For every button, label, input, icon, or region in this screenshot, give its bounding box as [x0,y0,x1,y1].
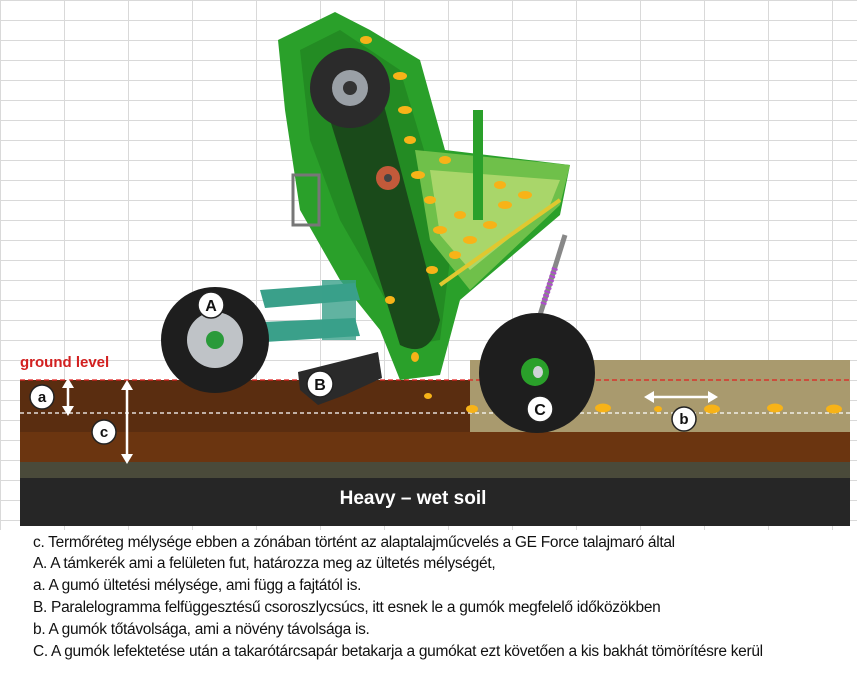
legend-line-c: c. Termőréteg mélysége ebben a zónában t… [33,534,675,551]
tuber [439,156,451,164]
soil-type-label: Heavy – wet soil [340,488,487,509]
marker-B-label: B [314,377,326,394]
tuber [433,226,447,234]
planter-diagram: A B C a c b ground level Heavy – wet soi… [20,12,850,526]
marker-c-label: c [100,424,108,441]
side-handle [291,173,321,227]
tuber [767,403,783,413]
tuber [404,136,416,144]
tuber [454,211,466,219]
tuber [360,36,372,44]
tuber [463,236,477,244]
tuber [518,191,532,199]
legend-line-A: A. A támkerék ami a felületen fut, határ… [33,555,496,572]
spring-strut [537,234,568,316]
spring-coil [540,267,558,306]
hopper-tubers [360,36,532,362]
legend-caption: c. Termőréteg mélysége ebben a zónában t… [0,530,857,678]
legend-line-a: a. A gumó ültetési mélysége, ami függ a … [33,577,362,594]
soil-topsoil-band [20,432,850,462]
soil-subsoil-band [20,462,850,478]
soil-label-bar [20,478,850,526]
shaker-roller-hub [384,174,392,182]
tuber [826,404,842,414]
drive-sprocket-center [343,81,357,95]
marker-A-label: A [205,298,217,315]
rear-bracket [473,110,483,220]
covering-disc-center [533,366,543,378]
tuber [424,393,432,399]
dimension-arrows [62,378,718,464]
tuber [398,106,412,114]
marker-B: B [306,370,334,398]
tuber [466,405,478,413]
hopper-yellow-rail [438,198,562,287]
covering-disc [479,313,595,433]
marker-C: C [526,395,554,423]
planted-tubers [424,393,842,414]
legend-line-b: b. A gumók tőtávolsága, ami a növény táv… [33,621,370,638]
marker-A: A [197,291,225,319]
marker-b-label: b [679,411,688,428]
marker-a: a [29,384,55,410]
tuber [411,352,419,362]
ground-level-label: ground level [20,354,109,371]
tuber [411,171,425,179]
tuber [494,181,506,189]
tuber [595,403,611,413]
legend-line-C: C. A gumók lefektetése után a takarótárc… [33,643,763,660]
depth-c-arrowhead-top [121,380,133,390]
tuber [424,196,436,204]
depth-a-arrowhead-top [62,378,74,388]
spacing-b-arrowhead-left [644,391,654,403]
tuber [704,404,720,414]
gauge-wheel-hub [206,331,224,349]
marker-b: b [671,406,697,432]
depth-a-arrowhead-bottom [62,406,74,416]
tuber [393,72,407,80]
tuber [654,406,662,412]
tuber [449,251,461,259]
parallelogram-link [322,280,356,340]
tuber [385,296,395,304]
planter-machine [260,12,570,405]
tuber [483,221,497,229]
legend-line-B: B. Paralelogramma felfüggesztésű csorosz… [33,599,661,616]
soil-profile [20,360,850,526]
spacing-b-arrowhead-right [708,391,718,403]
marker-a-label: a [38,389,47,406]
tuber [498,201,512,209]
gauge-wheel [161,287,269,393]
depth-c-arrowhead-bottom [121,454,133,464]
cup-elevator-belt [318,72,440,350]
tuber [426,266,438,274]
marker-c: c [91,419,117,445]
marker-C-label: C [534,402,546,419]
